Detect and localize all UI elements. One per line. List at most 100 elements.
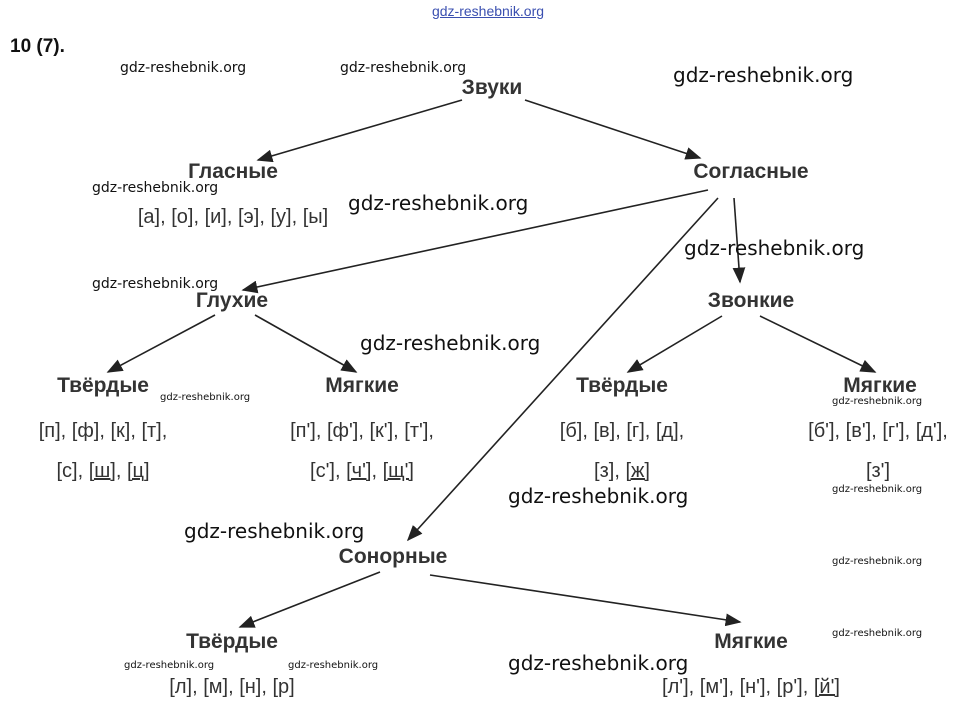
sound-item: [у] bbox=[270, 206, 292, 228]
sound-item: [э] bbox=[237, 206, 260, 228]
arrow-zvuki-glasnye bbox=[256, 99, 463, 163]
sound-row: [с'], [ч'], [щ'] bbox=[310, 460, 414, 482]
sound-item: [т'] bbox=[404, 420, 429, 442]
sound-item: [п] bbox=[38, 420, 61, 442]
sound-item: [р] bbox=[272, 676, 295, 698]
sound-item: [г] bbox=[626, 420, 645, 442]
watermark: gdz-reshebnik.org bbox=[832, 396, 923, 407]
sound-item: [ф] bbox=[71, 420, 100, 442]
sound-item: [р'] bbox=[776, 676, 803, 698]
node-sonornye: Сонорные bbox=[338, 545, 448, 568]
watermark: gdz-reshebnik.org bbox=[92, 180, 219, 196]
sound-item: [л] bbox=[169, 676, 193, 698]
watermark: gdz-reshebnik.org bbox=[832, 628, 923, 639]
node-gluhie-myagkie: Мягкие bbox=[325, 374, 399, 397]
sound-row: [л'], [м'], [н'], [р'], [й'] bbox=[662, 676, 840, 698]
node-gluhie-tverdye: Твёрдые bbox=[57, 374, 149, 397]
watermark: gdz-reshebnik.org bbox=[160, 392, 251, 403]
watermark: gdz-reshebnik.org bbox=[508, 484, 689, 508]
sound-item: [м] bbox=[203, 676, 229, 698]
sound-item: [а] bbox=[137, 206, 161, 228]
arrow-sonornye-myagkie bbox=[429, 574, 742, 627]
header-site-link[interactable]: gdz-reshebnik.org bbox=[431, 3, 545, 19]
sound-item: [г'] bbox=[882, 420, 905, 442]
sound-item: [з] bbox=[594, 460, 615, 482]
node-gluhie: Глухие bbox=[195, 289, 269, 312]
sound-item: [ж] bbox=[625, 460, 650, 482]
sound-item: [д] bbox=[655, 420, 679, 442]
sound-row: [с], [ш], [ц] bbox=[56, 460, 150, 482]
sound-item: [о] bbox=[171, 206, 194, 228]
node-sonornye-myagkie: Мягкие bbox=[714, 630, 788, 653]
watermark: gdz-reshebnik.org bbox=[340, 60, 467, 76]
sound-row: [з], [ж] bbox=[594, 460, 650, 482]
exercise-number: 10 (7). bbox=[10, 36, 65, 57]
watermark: gdz-reshebnik.org bbox=[288, 660, 379, 671]
sound-item: [п'] bbox=[290, 420, 316, 442]
sound-item: [ц] bbox=[126, 460, 150, 482]
watermark: gdz-reshebnik.org bbox=[684, 236, 865, 260]
sound-item: [щ'] bbox=[382, 460, 414, 482]
watermark: gdz-reshebnik.org bbox=[124, 660, 215, 671]
arrow-soglasnye-gluhie bbox=[241, 189, 709, 294]
arrow-sonornye-tverdye bbox=[238, 571, 381, 628]
arrow-zvonkie-tverdye bbox=[626, 315, 723, 373]
arrow-zvuki-soglasnye bbox=[524, 99, 702, 160]
watermark: gdz-reshebnik.org bbox=[360, 331, 541, 355]
sound-row: [п], [ф], [к], [т], bbox=[38, 420, 168, 442]
sound-item: [ф'] bbox=[326, 420, 359, 442]
sound-item: [б'] bbox=[808, 420, 835, 442]
watermark: gdz-reshebnik.org bbox=[832, 484, 923, 495]
sound-item: [з'] bbox=[865, 460, 891, 482]
sound-item: [к] bbox=[110, 420, 131, 442]
sound-list: [а], [о], [и], [э], [у], [ы] bbox=[138, 206, 328, 229]
watermark: gdz-reshebnik.org bbox=[673, 63, 854, 87]
sound-item: [н] bbox=[239, 676, 262, 698]
sound-item: [и] bbox=[204, 206, 227, 228]
sound-row: [л], [м], [н], [р] bbox=[169, 676, 295, 698]
sound-item: [н'] bbox=[739, 676, 766, 698]
watermark: gdz-reshebnik.org bbox=[348, 191, 529, 215]
sound-item: [л'] bbox=[662, 676, 689, 698]
sound-row: [п'], [ф'], [к'], [т'], bbox=[290, 420, 434, 442]
arrow-soglasnye-sonornye bbox=[406, 197, 719, 542]
node-glasnye: Гласные bbox=[188, 160, 278, 183]
node-sonornye-tverdye: Твёрдые bbox=[186, 630, 278, 653]
sound-item: [ч'] bbox=[346, 460, 372, 482]
sound-item: [в'] bbox=[845, 420, 872, 442]
sound-list: [п], [ф], [к], [т], [с], [ш], [ц] bbox=[39, 420, 168, 483]
watermark: gdz-reshebnik.org bbox=[120, 60, 247, 76]
sound-list: [б'], [в'], [г'], [д'], [з'] bbox=[808, 420, 948, 483]
node-zvonkie-tverdye: Твёрдые bbox=[576, 374, 668, 397]
sound-item: [ы] bbox=[302, 206, 329, 228]
sound-row: [а], [о], [и], [э], [у], [ы] bbox=[137, 206, 329, 228]
node-soglasnye: Согласные bbox=[693, 160, 809, 183]
sound-list: [л'], [м'], [н'], [р'], [й'] bbox=[662, 676, 840, 699]
node-zvonkie-myagkie: Мягкие bbox=[843, 374, 917, 397]
sound-item: [в] bbox=[593, 420, 616, 442]
sound-item: [б] bbox=[559, 420, 583, 442]
watermark: gdz-reshebnik.org bbox=[832, 556, 923, 567]
sound-item: [д'] bbox=[915, 420, 943, 442]
sound-list: [п'], [ф'], [к'], [т'], [с'], [ч'], [щ'] bbox=[290, 420, 434, 483]
arrow-zvonkie-myagkie bbox=[759, 315, 877, 373]
node-zvonkie: Звонкие bbox=[707, 289, 795, 312]
sound-list: [л], [м], [н], [р] bbox=[169, 676, 294, 699]
sound-item: [й'] bbox=[813, 676, 840, 698]
sound-row: [б'], [в'], [г'], [д'], bbox=[808, 420, 948, 442]
sound-row: [з'] bbox=[808, 460, 948, 483]
arrow-gluhie-tverdye bbox=[106, 314, 216, 373]
sound-item: [с] bbox=[56, 460, 78, 482]
node-zvuki: Звуки bbox=[461, 76, 523, 99]
watermark: gdz-reshebnik.org bbox=[184, 519, 365, 543]
arrow-soglasnye-zvonkie bbox=[732, 197, 746, 284]
sound-list: [б], [в], [г], [д], [з], [ж] bbox=[560, 420, 684, 483]
sound-row: [б], [в], [г], [д], bbox=[559, 420, 685, 442]
sound-item: [м'] bbox=[699, 676, 729, 698]
sound-item: [с'] bbox=[310, 460, 335, 482]
arrow-gluhie-myagkie bbox=[254, 314, 358, 373]
watermark: gdz-reshebnik.org bbox=[92, 276, 219, 292]
sound-item: [к'] bbox=[369, 420, 394, 442]
